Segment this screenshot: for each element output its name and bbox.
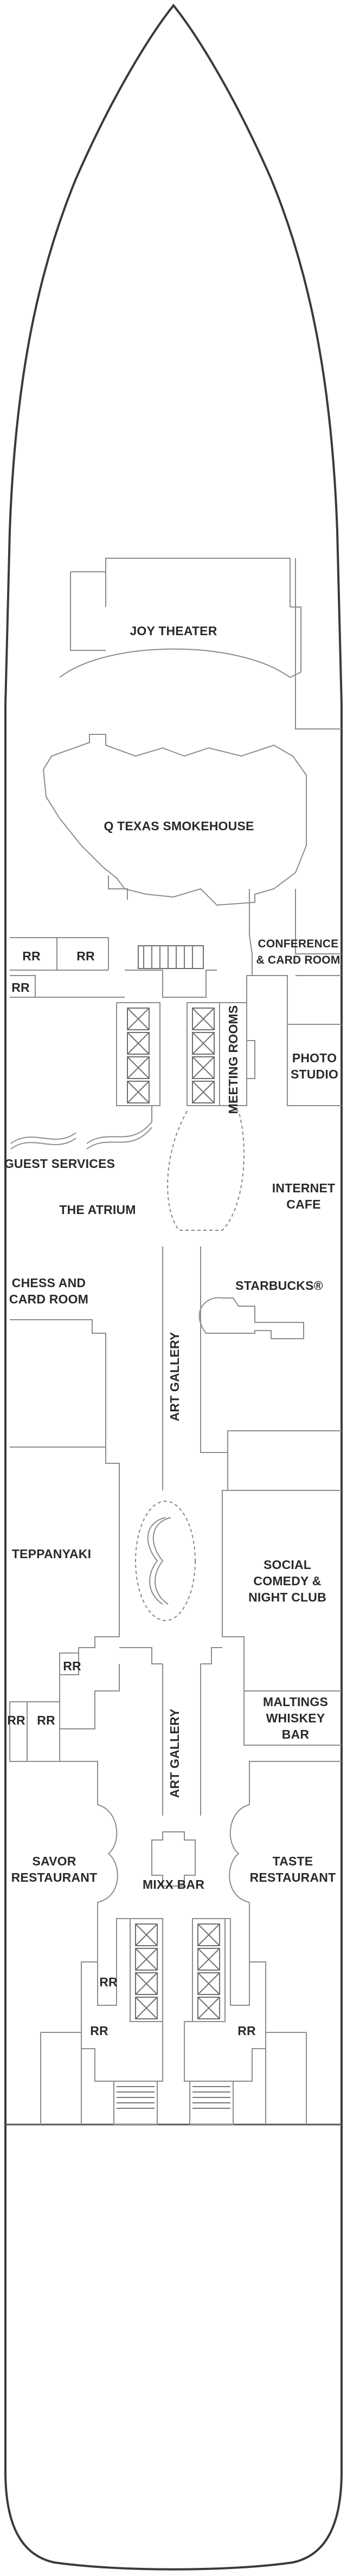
art-gallery-upper-area[interactable] — [162, 1247, 201, 1490]
restroom-label: RR — [99, 1975, 118, 1989]
conference-card-room-area[interactable] — [295, 889, 342, 976]
central-spiral-stair — [135, 1501, 196, 1621]
restroom-label: RR — [7, 1713, 25, 1727]
internet-cafe-label-line1: INTERNET — [272, 1181, 336, 1195]
art-gallery-upper-label: ART GALLERY — [168, 1332, 182, 1422]
q-texas-smokehouse-area[interactable] — [42, 734, 307, 976]
the-atrium-label: THE ATRIUM — [59, 1203, 136, 1217]
starbucks-label: STARBUCKS® — [235, 1279, 323, 1293]
conference-label-line2: & CARD ROOM — [256, 954, 340, 966]
joy-theater-label: JOY THEATER — [130, 624, 217, 638]
maltings-label-line3: BAR — [282, 1727, 310, 1741]
restroom-label: RR — [76, 949, 95, 963]
chess-card-room-label-line2: CARD ROOM — [9, 1292, 88, 1306]
savor-restaurant-area[interactable] — [10, 1761, 118, 2125]
maltings-label-line2: WHISKEY — [266, 1711, 325, 1725]
savor-restaurant-label-line2: RESTAURANT — [11, 1870, 98, 1884]
photo-studio-label-line2: STUDIO — [291, 1067, 338, 1081]
joy-theater-area[interactable] — [59, 558, 342, 729]
upper-elevator-stairs — [125, 945, 217, 998]
restroom-label: RR — [37, 1713, 55, 1727]
savor-restaurant-label-line1: SAVOR — [32, 1854, 76, 1868]
atrium-area[interactable] — [10, 1105, 245, 1231]
restroom-label: RR — [237, 2024, 256, 2038]
q-texas-smokehouse-label: Q TEXAS SMOKEHOUSE — [104, 819, 254, 833]
restroom-label: RR — [11, 980, 30, 995]
aft-elevator-banks — [130, 1918, 226, 2022]
conference-label-line1: CONFERENCE — [258, 938, 338, 950]
mixx-bar-label: MIXX BAR — [143, 1877, 204, 1891]
teppanyaki-area[interactable] — [10, 1447, 120, 1702]
restroom-label: RR — [22, 949, 41, 963]
meeting-rooms-label: MEETING ROOMS — [226, 1005, 240, 1114]
internet-cafe-label-line2: CAFE — [286, 1197, 320, 1211]
guest-services-label: GUEST SERVICES — [4, 1157, 115, 1171]
art-gallery-lower-label: ART GALLERY — [168, 1709, 182, 1798]
taste-restaurant-label-line1: TASTE — [273, 1854, 313, 1868]
photo-studio-label-line1: PHOTO — [292, 1051, 337, 1065]
social-comedy-label-line3: NIGHT CLUB — [248, 1590, 326, 1604]
restroom-label: RR — [63, 1659, 81, 1673]
teppanyaki-label: TEPPANYAKI — [12, 1547, 91, 1561]
aft-stairs — [81, 1918, 266, 2125]
starbucks-area[interactable] — [198, 1297, 342, 1453]
restroom-label: RR — [90, 2024, 108, 2038]
maltings-whiskey-bar-area[interactable] — [243, 1691, 342, 1746]
maltings-label-line1: MALTINGS — [263, 1695, 328, 1709]
chess-card-room-label-line1: CHESS AND — [12, 1276, 86, 1290]
chess-card-room-area[interactable] — [10, 1319, 106, 1447]
social-comedy-label-line1: SOCIAL — [264, 1558, 311, 1572]
taste-restaurant-label-line2: RESTAURANT — [250, 1870, 336, 1884]
photo-studio-area[interactable] — [287, 1024, 342, 1106]
ship-hull — [4, 3, 343, 2571]
upper-left-restrooms-area[interactable] — [10, 937, 125, 998]
art-gallery-lower-area[interactable] — [119, 1647, 222, 1816]
social-comedy-label-line2: COMEDY & — [253, 1574, 321, 1588]
mixx-bar-area[interactable] — [151, 1831, 196, 1887]
